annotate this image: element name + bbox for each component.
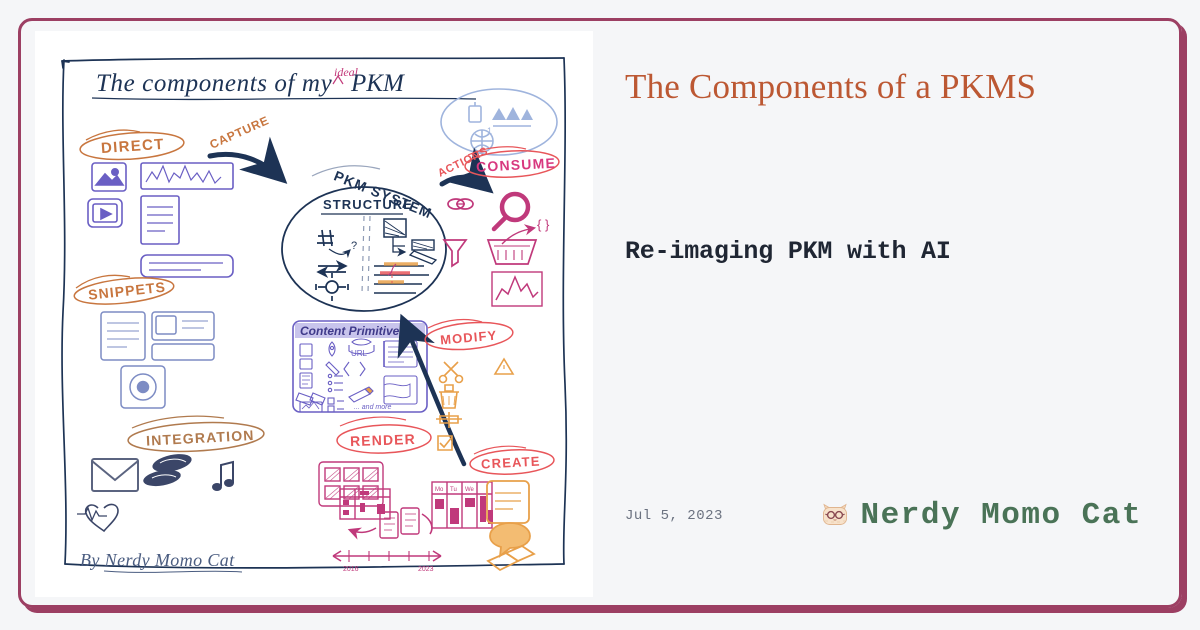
sketch-heading-insert: ideal	[334, 65, 359, 79]
post-cover-image-card: The components of my ideal PKM	[35, 31, 593, 597]
label-create-text: CREATE	[481, 454, 541, 472]
sketch-heading: The components of my ideal PKM	[91, 65, 477, 101]
content-primitives-box: Content Primitives	[292, 320, 428, 413]
svg-text:?: ?	[351, 240, 357, 252]
sketch-signature-text: By Nerdy Momo Cat	[80, 550, 235, 570]
kanban-col-we: We	[465, 487, 475, 493]
label-integration-text: INTEGRATION	[146, 427, 255, 449]
pkm-structure-label: STRUCTURE	[323, 197, 413, 212]
label-modify-text: MODIFY	[440, 328, 498, 348]
label-render-text: RENDER	[350, 431, 416, 449]
svg-text:1: 1	[487, 126, 492, 136]
create-to-system-arrow	[397, 313, 467, 467]
post-date: Jul 5, 2023	[625, 507, 723, 524]
label-integration: INTEGRATION	[127, 415, 265, 453]
sketch-heading-end: PKM	[350, 70, 405, 97]
sketch-signature: By Nerdy Momo Cat	[80, 550, 243, 573]
consume-icons: { }	[442, 191, 550, 307]
modify-icons	[436, 357, 515, 451]
svg-text:{ }: { }	[537, 217, 550, 232]
label-modify: MODIFY	[424, 318, 514, 351]
integration-icons	[77, 454, 234, 533]
sketch-heading-text: The components of my	[96, 70, 333, 97]
post-title: The Components of a PKMS	[625, 67, 1037, 106]
card-inner: The components of my ideal PKM	[18, 18, 1182, 608]
direct-icons	[87, 162, 234, 278]
label-consume-text: CONSUME	[476, 155, 557, 175]
kanban-col-tu: Tu	[450, 487, 457, 493]
cat-face-icon	[821, 502, 849, 530]
label-render: RENDER	[336, 416, 432, 454]
author-block: Nerdy Momo Cat	[821, 498, 1142, 533]
author-name: Nerdy Momo Cat	[860, 498, 1142, 533]
kanban-col-mo: Mo	[435, 487, 444, 493]
label-create: CREATE	[469, 445, 555, 475]
sketch-page-border	[61, 57, 568, 569]
create-icons	[486, 480, 536, 572]
label-direct-text: DIRECT	[101, 136, 166, 157]
pkm-sketch: The components of my ideal PKM	[44, 44, 584, 584]
post-subtitle: Re-imaging PKM with AI	[625, 237, 951, 267]
post-footer: Jul 5, 2023	[625, 498, 1142, 533]
post-meta-column: The Components of a PKMS Re-imaging PKM …	[593, 31, 1182, 597]
label-consume: CONSUME	[464, 146, 560, 178]
card-frame	[18, 18, 1182, 608]
render-icons: Mo Tu We	[318, 461, 493, 573]
timeline-end: 2023	[418, 566, 434, 573]
snippets-icons	[100, 311, 215, 409]
primitives-more-label: ... and more	[354, 404, 391, 411]
label-direct: DIRECT	[79, 129, 185, 161]
content-primitives-title: Content Primitives	[300, 324, 406, 338]
timeline-start: 2016	[343, 566, 359, 573]
